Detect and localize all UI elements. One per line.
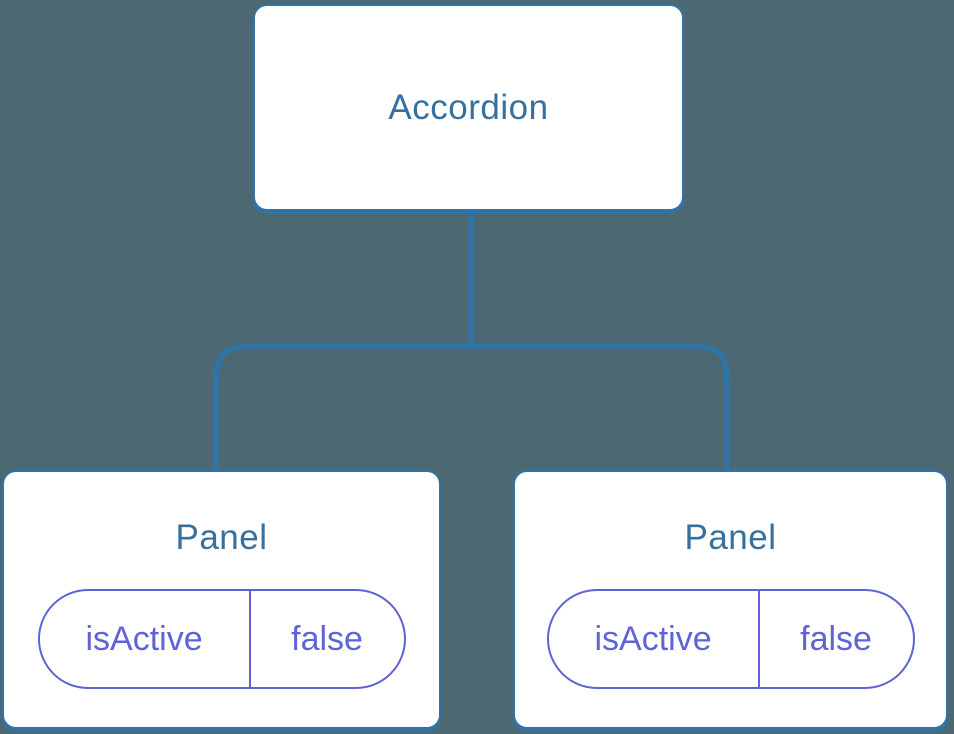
panel-label: Panel	[175, 518, 268, 557]
state-pill: isActive false	[546, 589, 915, 689]
tree-node-panel-2: Panel isActive false	[513, 470, 948, 729]
state-key: isActive	[40, 591, 251, 687]
tree-node-panel-1: Panel isActive false	[2, 470, 441, 729]
tree-node-accordion: Accordion	[253, 4, 684, 211]
accordion-label: Accordion	[388, 87, 549, 127]
panel-label: Panel	[684, 518, 777, 557]
state-key: isActive	[549, 591, 760, 687]
state-pill: isActive false	[37, 589, 406, 689]
connector-branch-bracket	[213, 343, 730, 471]
state-value: false	[291, 619, 363, 658]
state-value: false	[800, 619, 872, 658]
